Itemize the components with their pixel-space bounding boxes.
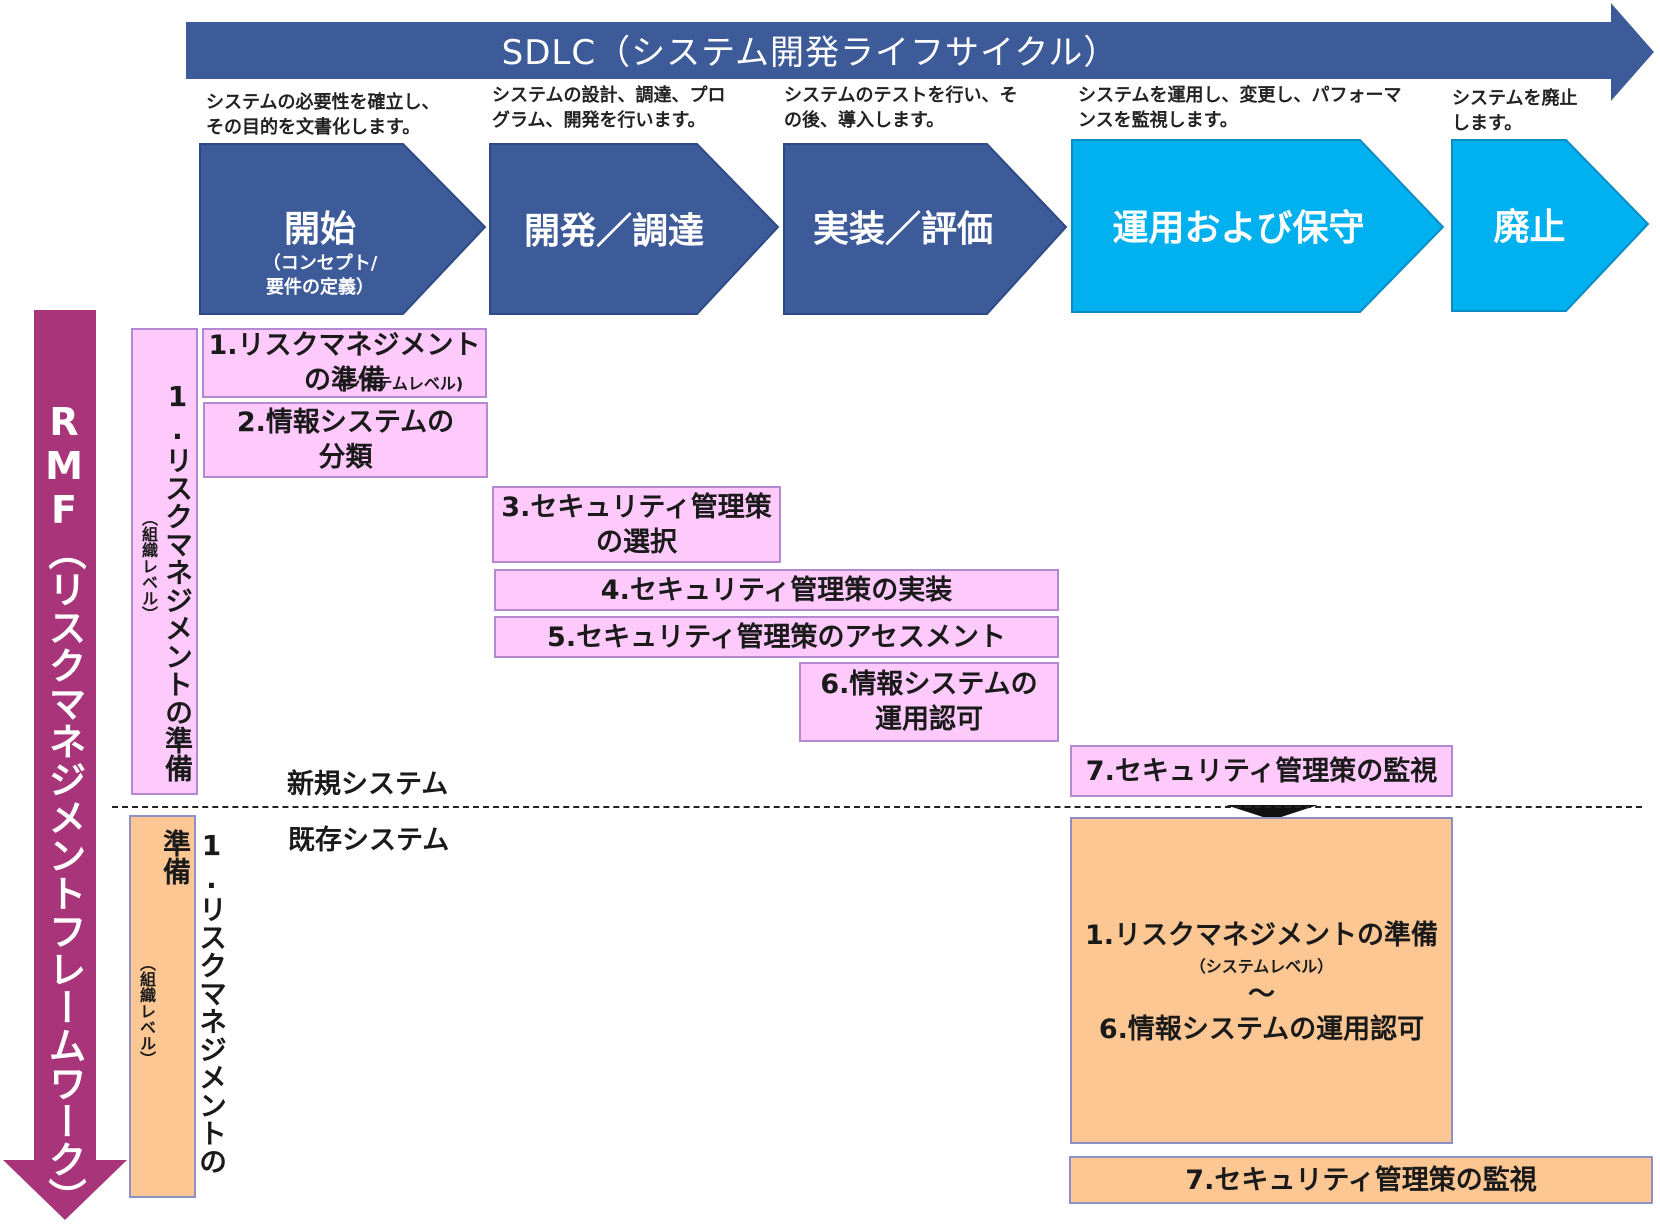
phase-sub-initiation: （コンセプト/ 要件の定義）	[262, 253, 378, 298]
phase-desc-operation: システムを運用し、変更し、パフォーマ ンスを監視します。	[1078, 85, 1402, 131]
phase-label-initiation: 開始	[283, 209, 356, 250]
step-4-implement: 4.セキュリティ管理策の実装	[494, 569, 1059, 611]
existing-combined-line1-sub: （システムレベル）	[1189, 957, 1334, 976]
step-1-small: (システムレベル)	[337, 374, 464, 393]
existing-combined-line1: 1.リスクマネジメントの準備	[1084, 919, 1439, 951]
phase-chevron-disposal	[1451, 139, 1650, 312]
phase-desc-disposal: システムを廃止 します。	[1452, 88, 1578, 134]
existing-org-prep-sub: （組織レベル）	[137, 955, 156, 1067]
phase-desc-initiation: システムの必要性を確立し、 その目的を文書化します。	[206, 92, 440, 138]
new-org-prep-sub: （組織レベル）	[139, 510, 158, 622]
sdlc-title: SDLC（システム開発ライフサイクル）	[501, 33, 1119, 73]
step-5-assess: 5.セキュリティ管理策のアセスメント	[494, 616, 1059, 658]
new-org-prep-main: 1.リスクマネジメントの準備	[161, 380, 194, 782]
existing-combined-box: 1.リスクマネジメントの準備 （システムレベル） ～ 6.情報システムの運用認可	[1070, 817, 1453, 1144]
step-2-categorize: 2.情報システムの 分類	[203, 402, 488, 478]
phase-label-implementation: 実装／評価	[812, 209, 993, 250]
existing-monitor: 7.セキュリティ管理策の監視	[1069, 1156, 1653, 1204]
phase-chevron-operation	[1071, 139, 1445, 313]
existing-combined-tilde: ～	[1248, 978, 1275, 1010]
sdlc-arrow	[186, 3, 1654, 101]
transition-arrow	[1226, 805, 1318, 820]
phase-desc-implementation: システムのテストを行い、そ の後、導入します。	[784, 85, 1018, 131]
phase-chevron-implementation	[783, 143, 1068, 315]
phase-desc-development: システムの設計、調達、プロ グラム、開発を行います。	[492, 85, 726, 131]
step-1-prepare-system: 1.リスクマネジメント の準備 (システムレベル)	[202, 328, 487, 398]
new-org-prep-box: 1.リスクマネジメントの準備 （組織レベル）	[131, 328, 198, 795]
phase-chevron-initiation	[199, 143, 487, 315]
phase-chevron-development	[489, 143, 780, 315]
existing-system-label: 既存システム	[288, 825, 450, 856]
step-6-authorize: 6.情報システムの 運用認可	[799, 662, 1059, 742]
step-3-select: 3.セキュリティ管理策 の選択	[492, 486, 781, 563]
phase-label-development: 開発／調達	[523, 211, 704, 252]
rmf-title: RMF（リスクマネジメントフレームワーク）	[42, 400, 86, 1216]
phase-label-operation: 運用および保守	[1112, 208, 1365, 249]
existing-org-prep-main: 1.リスクマネジメントの準備	[159, 829, 228, 1175]
system-divider	[112, 806, 1642, 808]
existing-org-prep-box: 1.リスクマネジメントの準備 （組織レベル）	[129, 815, 228, 1198]
rmf-arrow	[3, 310, 127, 1220]
step-7-monitor: 7.セキュリティ管理策の監視	[1070, 745, 1453, 797]
step-1-text: 1.リスクマネジメント の準備	[208, 330, 481, 396]
existing-combined-line2: 6.情報システムの運用認可	[1098, 1013, 1425, 1045]
phase-label-disposal: 廃止	[1493, 207, 1566, 248]
new-system-label: 新規システム	[287, 769, 449, 800]
